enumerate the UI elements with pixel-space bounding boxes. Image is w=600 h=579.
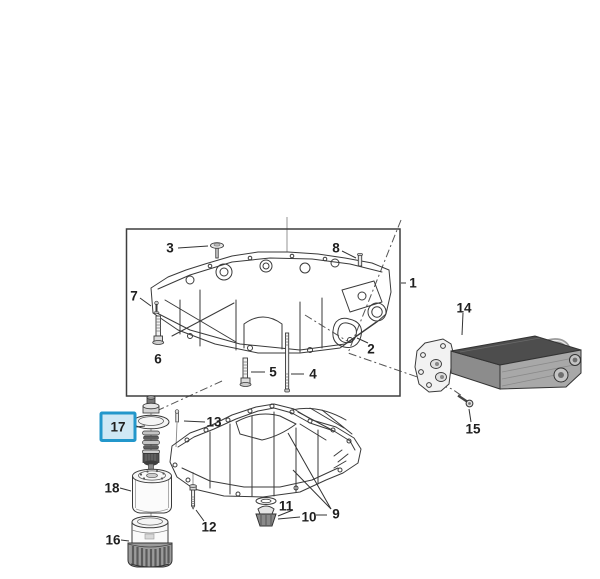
leader-lines [119, 245, 472, 542]
callout-17-highlight-box[interactable] [99, 411, 137, 442]
part-filter-adapter-17 [132, 395, 170, 472]
assembly-centerlines [151, 219, 463, 414]
callout-17[interactable]: 17 [110, 420, 125, 435]
callout-16[interactable]: 16 [105, 533, 121, 548]
part-stud-bolt-4 [284, 332, 290, 393]
part-dowel-pin-13 [174, 409, 180, 423]
part-cooler-bolt-15 [457, 394, 474, 408]
callout-11[interactable]: 11 [279, 499, 294, 514]
part-bolt-5 [239, 357, 252, 387]
part-screw-7 [153, 300, 160, 314]
part-drain-plug-10 [255, 505, 277, 527]
callout-14[interactable]: 14 [456, 301, 472, 316]
part-grommet-3 [210, 242, 224, 259]
part-gasket-2 [332, 317, 362, 348]
part-bolt-6 [152, 315, 165, 345]
callout-labels: 3 8 7 6 5 4 1 2 14 15 13 18 16 12 11 10 … [104, 241, 481, 548]
part-stud-8 [357, 252, 363, 267]
callout-1[interactable]: 1 [409, 276, 417, 291]
callout-12[interactable]: 12 [201, 520, 216, 535]
part-pan-bolt-12 [189, 484, 197, 510]
callout-13[interactable]: 13 [206, 415, 222, 430]
callout-2[interactable]: 2 [367, 342, 375, 357]
callout-10[interactable]: 10 [301, 510, 316, 525]
part-oil-cooler-drawing [414, 335, 582, 393]
callout-7[interactable]: 7 [130, 289, 138, 304]
callout-18[interactable]: 18 [104, 481, 120, 496]
part-filter-cap-16 [127, 515, 173, 568]
callout-8[interactable]: 8 [332, 241, 340, 256]
callout-3[interactable]: 3 [166, 241, 174, 256]
callout-4[interactable]: 4 [309, 367, 317, 382]
part-oil-pan-drawing [169, 403, 362, 498]
part-upper-crankcase-drawing [150, 251, 392, 354]
part-oil-filter-element-18 [132, 468, 172, 514]
callout-6[interactable]: 6 [154, 352, 162, 367]
assembly-group-frame [125, 228, 401, 397]
callout-9[interactable]: 9 [332, 507, 340, 522]
part-drain-plug-washer-11 [255, 497, 277, 505]
callout-5[interactable]: 5 [269, 365, 277, 380]
callout-15[interactable]: 15 [465, 422, 481, 437]
callout-17-highlight[interactable]: 17 [99, 411, 137, 442]
